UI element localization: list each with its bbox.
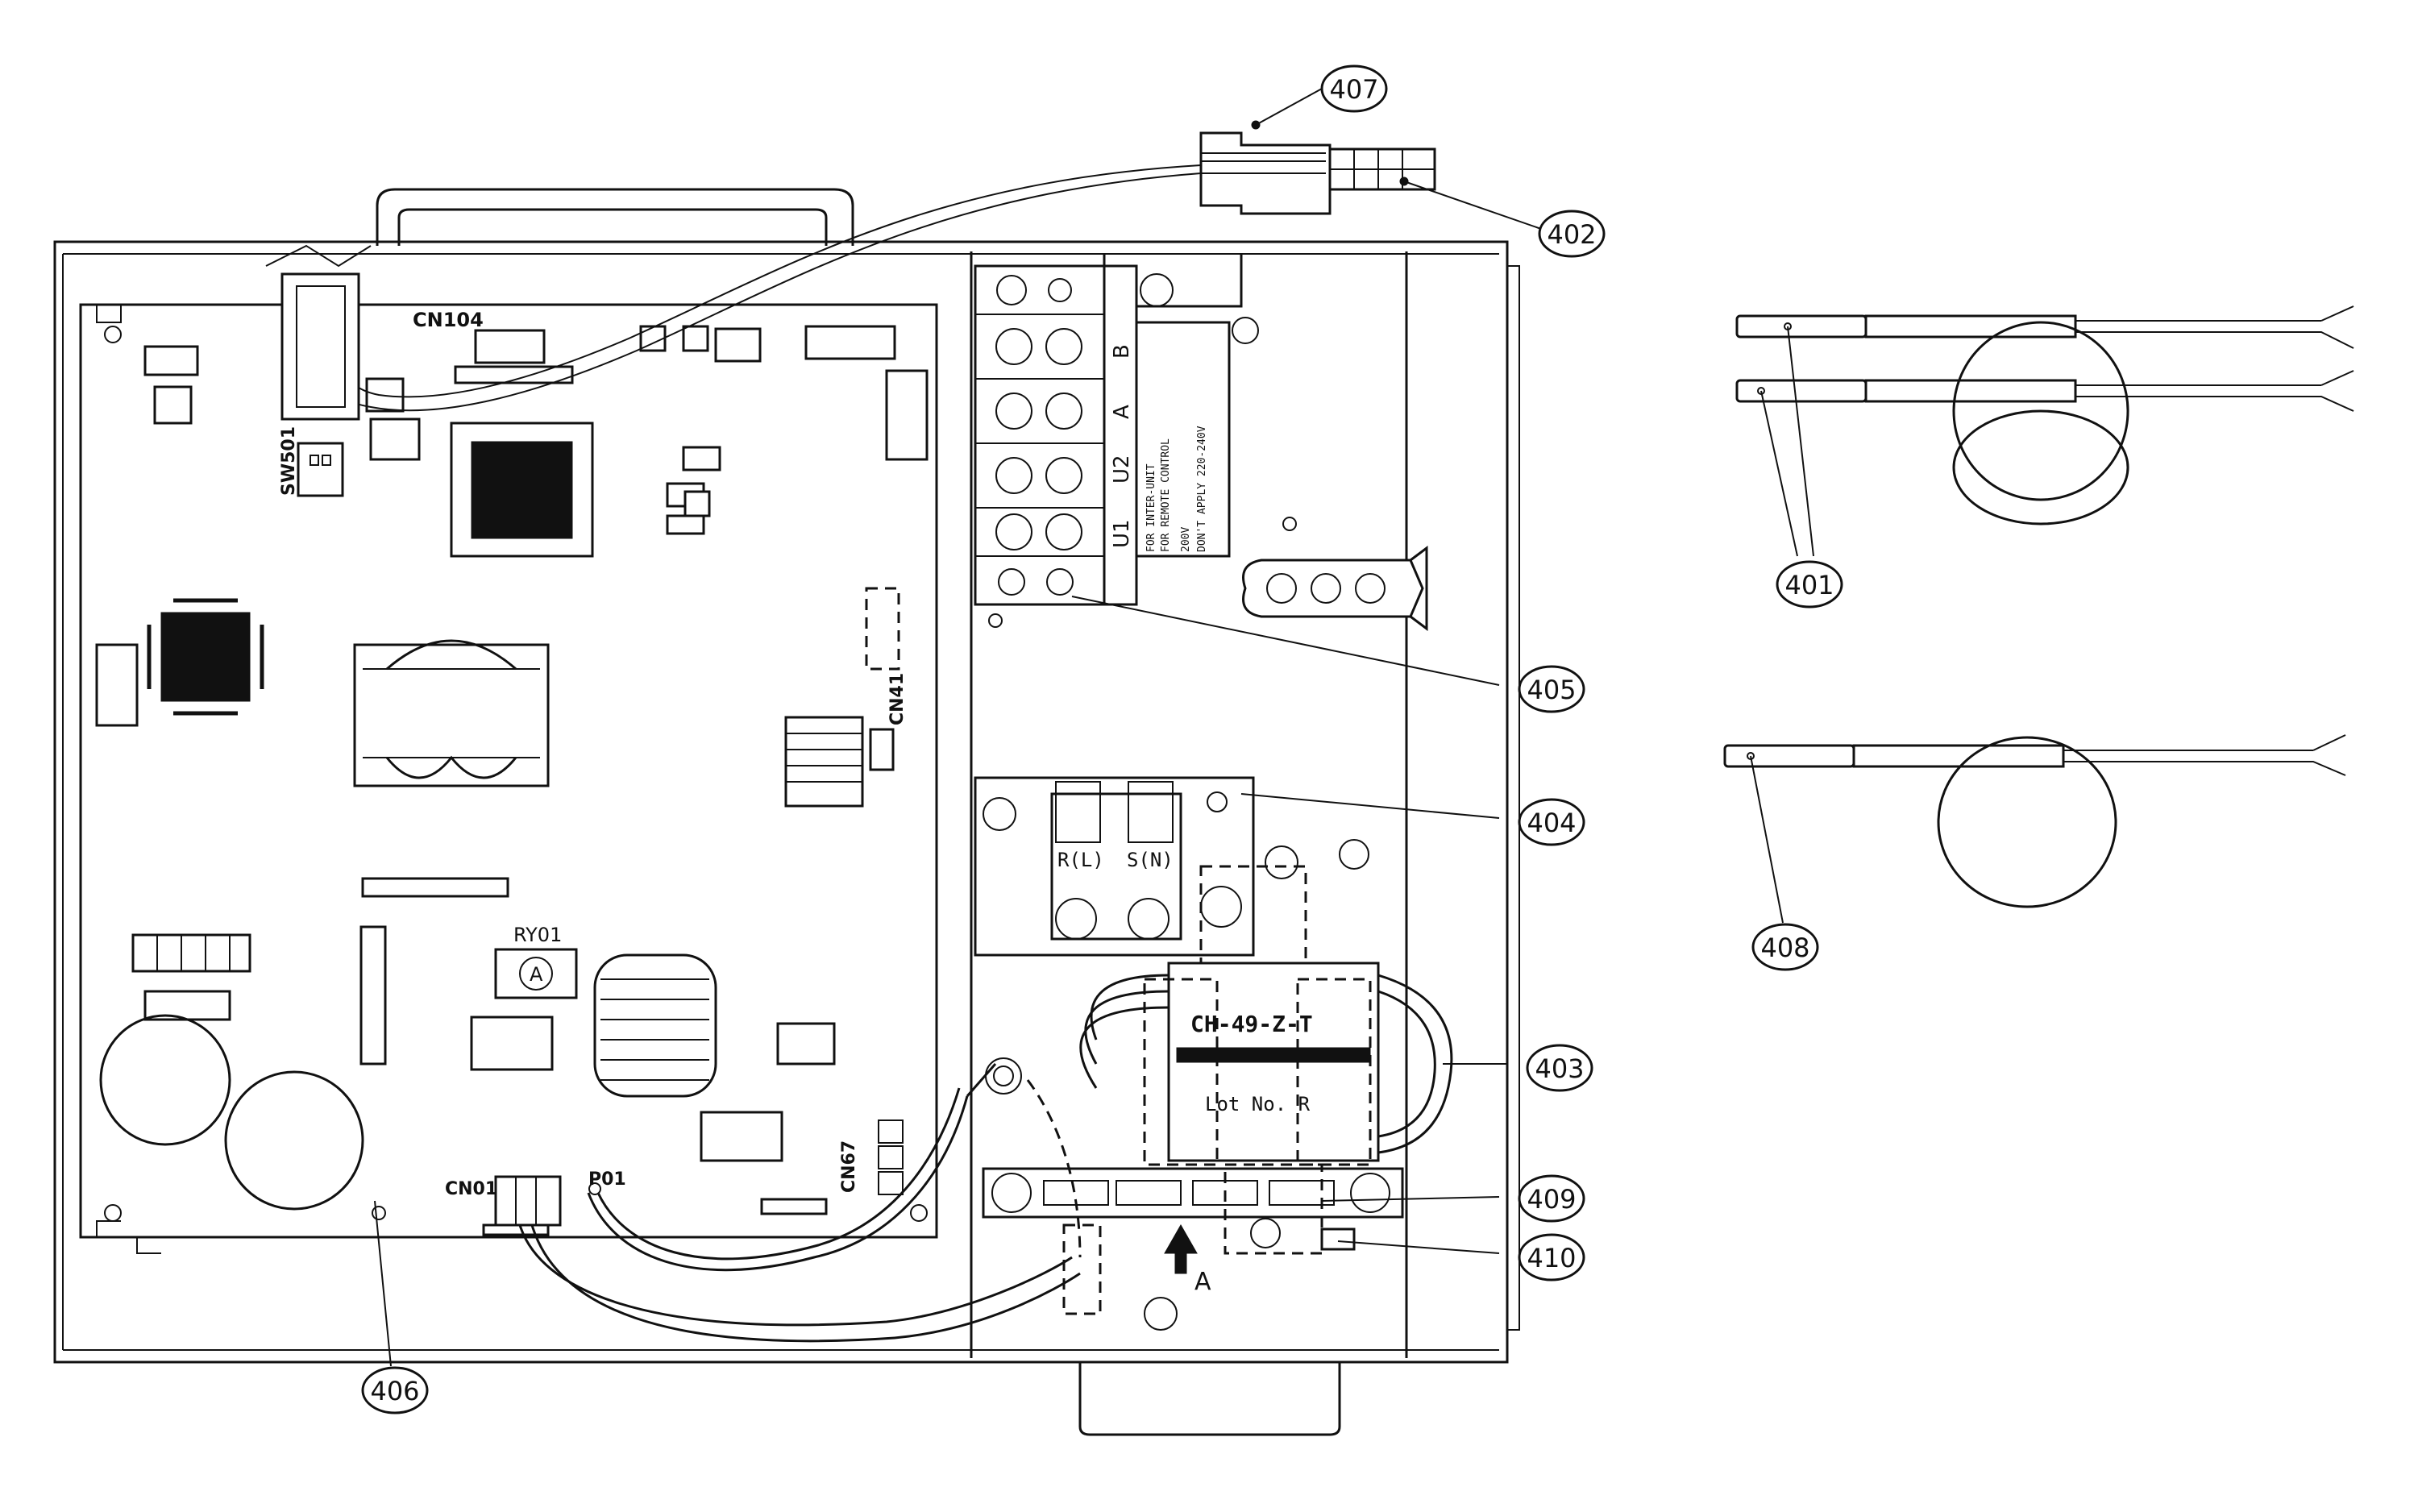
callout-401: 401	[1776, 560, 1843, 609]
callout-405-label: 405	[1527, 675, 1576, 705]
callout-401-label: 401	[1784, 570, 1834, 600]
connector-402	[1199, 120, 1436, 215]
callout-405: 405	[1518, 665, 1585, 713]
cn41-label: CN41	[887, 673, 908, 725]
power-label-r: R(L)	[1057, 849, 1104, 871]
terminal-label-a: A	[1110, 405, 1134, 419]
callout-404: 404	[1518, 798, 1585, 846]
callout-402: 402	[1538, 210, 1606, 258]
ry01-symbol: A	[530, 963, 543, 986]
callout-406: 406	[361, 1366, 429, 1414]
callout-408-label: 408	[1760, 933, 1809, 963]
terminal-label-u1: U1	[1110, 519, 1134, 548]
view-arrow-label: A	[1194, 1268, 1211, 1296]
callout-404-label: 404	[1527, 808, 1576, 838]
callout-410-label: 410	[1527, 1243, 1576, 1273]
callout-409: 409	[1518, 1174, 1585, 1223]
wires-cn01	[518, 1057, 1082, 1343]
power-terminal-block-404: R(L) S(N)	[974, 776, 1369, 957]
cn01-label: CN01	[445, 1179, 497, 1199]
terminal-block-u1-u2-a-b: U1 U2 A B FOR INTER-UNIT FOR REMOTE CONT…	[974, 264, 1297, 628]
inter-unit-note: FOR INTER-UNIT	[1145, 463, 1157, 552]
callout-407-label: 407	[1329, 74, 1378, 105]
view-arrow-a: A	[1164, 1223, 1211, 1296]
wire-harness-407	[265, 164, 1202, 421]
terminal-label-u2: U2	[1110, 455, 1134, 484]
callout-409-label: 409	[1527, 1184, 1576, 1215]
callout-408: 408	[1751, 923, 1819, 971]
callout-406-label: 406	[370, 1376, 419, 1406]
thermistor-sensors-401	[1735, 305, 2354, 525]
cn67-label: CN67	[839, 1140, 859, 1193]
sw501-label: SW501	[279, 426, 299, 496]
ferrite-core-lot: Lot No. R	[1205, 1093, 1311, 1115]
callout-402-label: 402	[1547, 219, 1596, 250]
pcb-board: CN104 SW501 CN41 RY01 A CN01 P01 CN67	[79, 303, 938, 1254]
leader-lines	[374, 88, 1814, 1367]
thermistor-sensor-408	[1723, 734, 2346, 908]
apply-note-220-240v: DON'T APPLY 220-240V	[1196, 426, 1208, 552]
apply-note-200v: 200V	[1180, 527, 1192, 552]
electrical-box-chassis	[53, 188, 1520, 1436]
cable-clamp	[1242, 546, 1428, 631]
callout-407: 407	[1320, 64, 1388, 113]
ferrite-core-403: CH-49-Z-T Lot No. R	[1079, 865, 1453, 1166]
terminal-label-b: B	[1110, 344, 1134, 359]
power-label-s: S(N)	[1127, 849, 1174, 871]
callout-403: 403	[1526, 1044, 1593, 1092]
callout-403-label: 403	[1535, 1053, 1584, 1084]
cord-clamp-409	[982, 1163, 1404, 1331]
p01-label: P01	[588, 1169, 626, 1190]
remote-control-note: FOR REMOTE CONTROL	[1160, 438, 1172, 552]
ferrite-core-model: CH-49-Z-T	[1190, 1011, 1313, 1037]
callout-410: 410	[1518, 1233, 1585, 1281]
ry01-label: RY01	[513, 924, 562, 946]
cn104-label: CN104	[413, 309, 484, 331]
